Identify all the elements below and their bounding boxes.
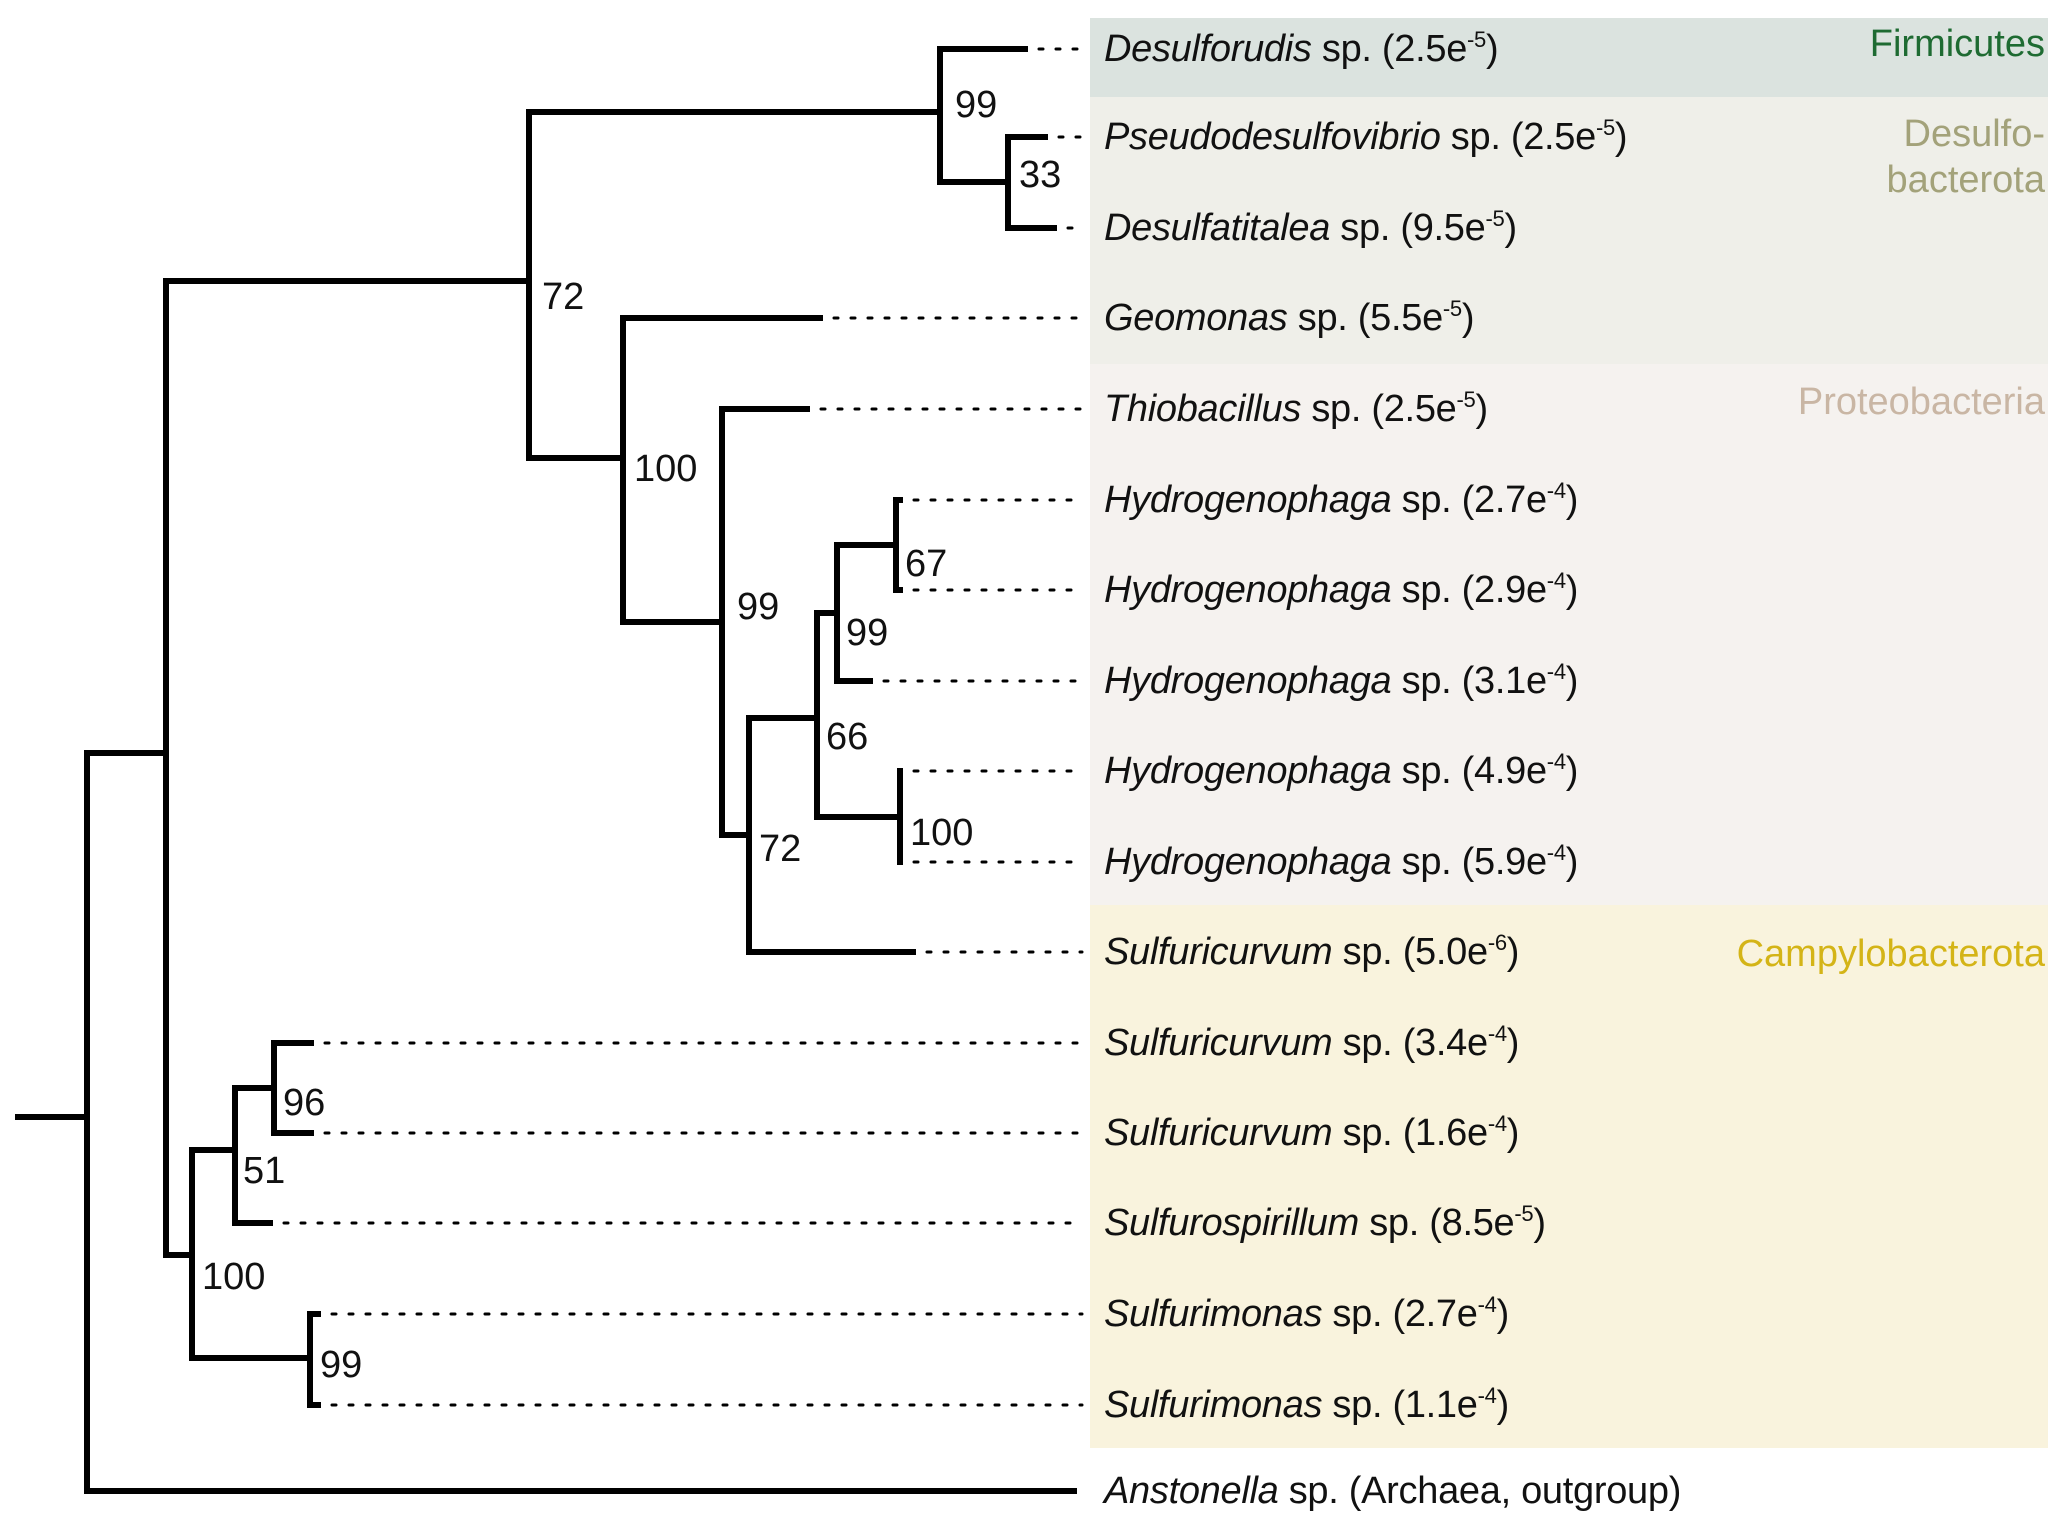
leaf-exponent: -5 (1595, 115, 1615, 140)
leaf-genus: Sulfurospirillum (1104, 1202, 1359, 1244)
bootstrap-label: 66 (826, 716, 869, 758)
band-campylobacterota (1090, 905, 2048, 1448)
phylum-label-proteobacteria: Proteobacteria (1797, 381, 2045, 423)
leaf-exponent: -5 (1456, 387, 1476, 412)
leaf-genus: Sulfuricurvum (1104, 1022, 1333, 1064)
bootstrap-label: 96 (283, 1082, 326, 1124)
leaf-exponent: -5 (1514, 1201, 1534, 1226)
leaf-exponent: -5 (1485, 206, 1505, 231)
leaf-label: Thiobacillus sp. (2.5e-5) (1104, 387, 1488, 430)
leaf-genus: Pseudodesulfovibrio (1104, 116, 1441, 158)
leaf-label: Sulfurimonas sp. (2.7e-4) (1104, 1292, 1509, 1335)
leaf-label: Hydrogenophaga sp. (2.7e-4) (1104, 478, 1579, 521)
phylum-label-desulfobacterota: Desulfo- bacterota (1887, 112, 2045, 203)
bootstrap-label: 72 (542, 276, 585, 318)
leaf-label: Sulfurospirillum sp. (8.5e-5) (1104, 1201, 1546, 1244)
leaf-genus: Geomonas (1104, 297, 1288, 339)
leaf-label: Geomonas sp. (5.5e-5) (1104, 296, 1475, 339)
leaf-genus: Hydrogenophaga (1104, 660, 1392, 702)
leaf-exponent: -5 (1442, 296, 1462, 321)
bootstrap-label: 100 (910, 812, 974, 854)
leaf-label: Hydrogenophaga sp. (4.9e-4) (1104, 749, 1579, 792)
phylum-label-desulfobacterota-line2: bacterota (1886, 158, 2045, 201)
leaf-label: Anstonella sp. (Archaea, outgroup) (1104, 1470, 1682, 1512)
leaf-genus: Desulforudis (1104, 28, 1312, 70)
leaf-label: Hydrogenophaga sp. (2.9e-4) (1104, 568, 1579, 611)
phylum-label-firmicutes: Firmicutes (1869, 23, 2045, 65)
bootstrap-label: 33 (1019, 154, 1062, 196)
leaf-genus: Thiobacillus (1104, 388, 1302, 430)
phylum-label-campylobacterota: Campylobacterota (1736, 933, 2045, 975)
bootstrap-label: 67 (905, 543, 948, 585)
leaf-genus: Hydrogenophaga (1104, 841, 1392, 883)
leaf-genus: Sulfuricurvum (1104, 931, 1333, 973)
leaf-exponent: -4 (1546, 840, 1566, 865)
leaf-exponent: -4 (1477, 1292, 1497, 1317)
leaf-genus: Hydrogenophaga (1104, 750, 1392, 792)
leaf-exponent: -4 (1487, 1111, 1507, 1136)
leaf-genus: Hydrogenophaga (1104, 479, 1392, 521)
phylum-label-desulfobacterota-line1: Desulfo- (1903, 113, 2046, 155)
leaf-genus: Hydrogenophaga (1104, 569, 1392, 611)
leaf-genus: Sulfuricurvum (1104, 1112, 1333, 1154)
leaf-genus: Sulfurimonas (1104, 1384, 1323, 1426)
leaf-exponent: -4 (1477, 1383, 1497, 1408)
leaf-exponent: -5 (1467, 27, 1486, 52)
leaf-label: Desulforudis sp. (2.5e-5) (1104, 27, 1499, 70)
leaf-label: Pseudodesulfovibrio sp. (2.5e-5) (1104, 115, 1628, 158)
bootstrap-label: 99 (737, 586, 780, 628)
leaf-exponent: -4 (1546, 568, 1566, 593)
leaf-label: Sulfurimonas sp. (1.1e-4) (1104, 1383, 1509, 1426)
bootstrap-label: 100 (634, 448, 698, 490)
leaf-label: Hydrogenophaga sp. (5.9e-4) (1104, 840, 1579, 883)
band-firmicutes (1090, 18, 2048, 97)
leaf-exponent: -4 (1546, 749, 1566, 774)
leaf-genus: Desulfatitalea (1104, 207, 1331, 249)
leaf-genus: Sulfurimonas (1104, 1293, 1323, 1335)
leaf-exponent: -4 (1546, 659, 1566, 684)
leaf-exponent: -4 (1487, 1021, 1507, 1046)
bootstrap-label: 99 (955, 84, 998, 126)
leaf-label: Desulfatitalea sp. (9.5e-5) (1104, 206, 1517, 249)
leaf-label: Sulfuricurvum sp. (1.6e-4) (1104, 1111, 1520, 1154)
leaf-genus: Anstonella (1104, 1470, 1279, 1512)
band-proteobacteria (1090, 364, 2048, 905)
band-desulfobacterota (1090, 97, 2048, 364)
bootstrap-label: 99 (846, 612, 889, 654)
leaf-label: Sulfuricurvum sp. (5.0e-6) (1104, 930, 1520, 973)
bootstrap-label: 99 (320, 1344, 363, 1386)
leaf-label: Hydrogenophaga sp. (3.1e-4) (1104, 659, 1579, 702)
leaf-label: Sulfuricurvum sp. (3.4e-4) (1104, 1021, 1520, 1064)
bootstrap-label: 100 (202, 1256, 266, 1298)
leaf-exponent: -4 (1546, 478, 1566, 503)
bootstrap-label: 72 (759, 828, 802, 870)
bootstrap-label: 51 (243, 1150, 286, 1192)
leaf-exponent: -6 (1487, 930, 1507, 955)
